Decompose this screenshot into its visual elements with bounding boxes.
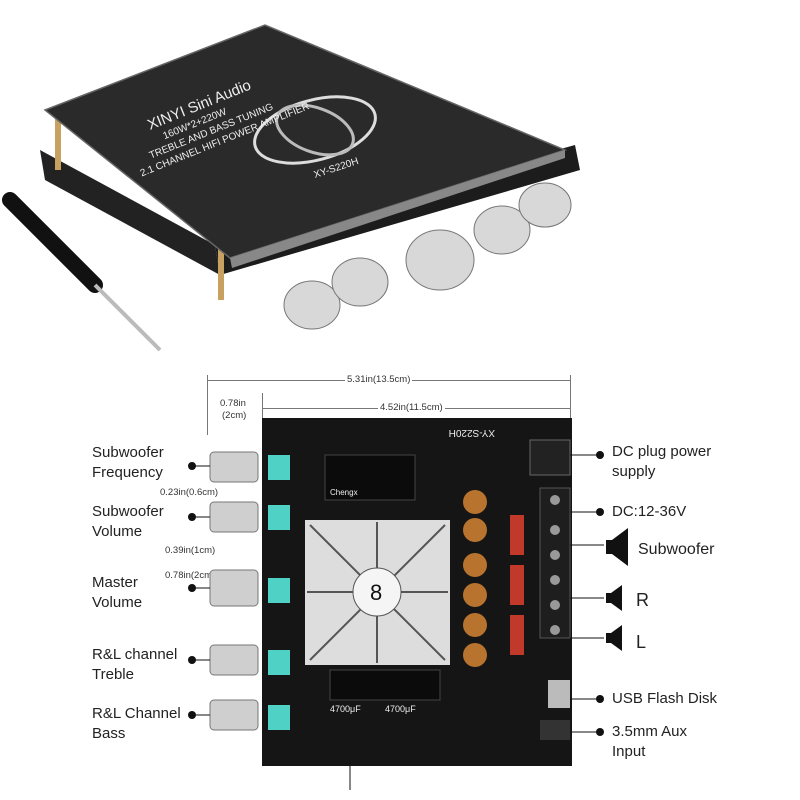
svg-text:Chengx: Chengx [330,488,358,497]
label-subwoofer-out: Subwoofer [638,541,715,558]
dc-jack [529,439,571,476]
label-left-channel: L [636,632,647,652]
label-dc-voltage: DC:12-36V [612,503,687,520]
heatsink [305,520,450,665]
dim-gap1: 0.23in(0.6cm) [158,487,221,498]
aux-port [540,720,570,740]
speaker-icons [606,528,628,651]
svg-text:4700μF: 4700μF [385,704,416,714]
dim-total: 5.31in(13.5cm) [345,374,413,385]
knobs [283,182,572,330]
screwdriver-icon [2,192,162,352]
logo-icon [253,95,377,165]
potentiometers [268,455,290,730]
product-photo: XINYI Sini Audio 160W*2+220W TREBLE AND … [2,24,580,352]
dim-board: 4.52in(11.5cm) [378,402,445,413]
label-right-channel: R [636,590,649,610]
terminal-block [539,487,571,639]
svg-text:4700μF: 4700μF [330,704,361,714]
svg-text:XY-S220H: XY-S220H [449,427,495,438]
svg-text:8: 8 [370,580,382,605]
dim-knob: 0.78in [218,398,248,409]
dim-gap2: 0.39in(1cm) [163,545,218,556]
pcb [262,418,572,766]
pcb-layer [40,150,220,275]
label-usb: USB Flash Disk [612,690,718,707]
dim-gap3: 0.78in(2cm) [163,570,218,581]
usb-port [548,680,570,708]
